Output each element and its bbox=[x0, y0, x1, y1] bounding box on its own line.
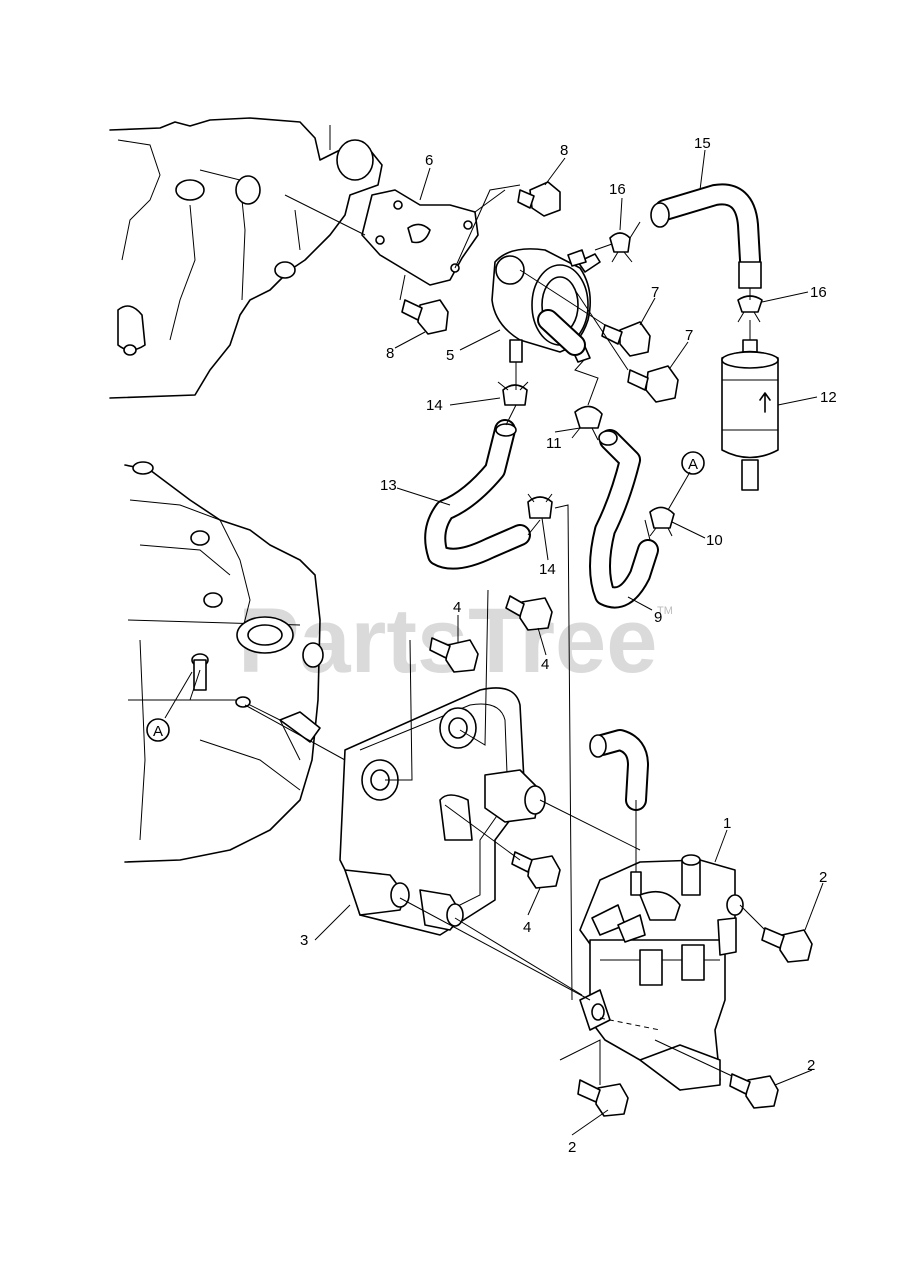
reference-marker-a-upper: A bbox=[681, 451, 705, 475]
part-11-clip bbox=[571, 405, 603, 441]
callout-labels: 1 2 2 2 3 4 4 4 5 6 7 7 8 8 9 10 11 12 1… bbox=[300, 135, 837, 1156]
part-13-fuel-hose bbox=[424, 419, 531, 570]
callout-10: 10 bbox=[706, 532, 723, 549]
part-6-gasket bbox=[361, 189, 479, 286]
callout-7: 7 bbox=[685, 327, 693, 344]
callout-leaders bbox=[164, 149, 824, 1136]
callout-7: 7 bbox=[651, 284, 659, 301]
callout-3: 3 bbox=[300, 932, 308, 949]
svg-text:TM: TM bbox=[657, 605, 673, 617]
callout-6: 6 bbox=[425, 152, 433, 169]
part-16-clips bbox=[609, 232, 763, 323]
engine-block-lower bbox=[124, 461, 324, 863]
part-12-fuel-filter bbox=[721, 339, 779, 491]
callout-2: 2 bbox=[807, 1057, 815, 1074]
callout-16: 16 bbox=[810, 284, 827, 301]
bolts bbox=[401, 181, 813, 1117]
callout-8: 8 bbox=[386, 345, 394, 362]
callout-1: 1 bbox=[723, 815, 731, 832]
assembly-guide-lines bbox=[189, 184, 766, 1085]
part-15-elbow-hose bbox=[650, 183, 762, 289]
reference-marker-a-lower: A bbox=[146, 718, 170, 742]
callout-14: 14 bbox=[426, 397, 443, 414]
part-10-clip bbox=[649, 506, 675, 537]
engine-block-upper bbox=[109, 117, 383, 399]
callout-11: 11 bbox=[546, 435, 562, 452]
callout-2: 2 bbox=[819, 869, 827, 886]
callout-4: 4 bbox=[523, 919, 531, 936]
callout-5: 5 bbox=[446, 347, 454, 364]
watermark: PartsTree TM bbox=[238, 590, 673, 692]
part-3-bracket bbox=[339, 687, 546, 936]
callout-14: 14 bbox=[539, 561, 556, 578]
part-1-vapor-separator bbox=[579, 729, 744, 1091]
part-9-fuel-hose bbox=[589, 429, 659, 609]
callout-13: 13 bbox=[380, 477, 397, 494]
svg-text:A: A bbox=[153, 723, 163, 740]
callout-4: 4 bbox=[541, 656, 549, 673]
part-5-cooler-body bbox=[491, 248, 601, 363]
callout-9: 9 bbox=[654, 609, 662, 626]
callout-15: 15 bbox=[694, 135, 711, 152]
callout-8: 8 bbox=[560, 142, 568, 159]
callout-16: 16 bbox=[609, 181, 626, 198]
callout-4: 4 bbox=[453, 599, 461, 616]
callout-12: 12 bbox=[820, 389, 837, 406]
part-14-clips bbox=[497, 381, 553, 519]
svg-text:A: A bbox=[688, 456, 698, 473]
svg-text:PartsTree: PartsTree bbox=[238, 590, 657, 692]
callout-2: 2 bbox=[568, 1139, 576, 1156]
